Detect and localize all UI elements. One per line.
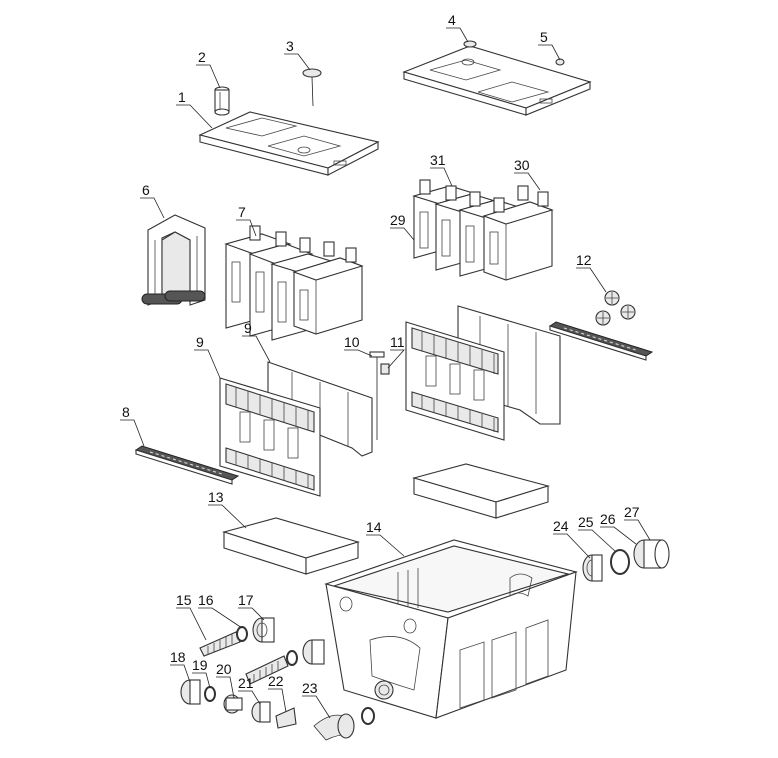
probe <box>302 68 322 107</box>
callout-4: 4 <box>448 12 456 28</box>
callout-12: 12 <box>576 252 592 268</box>
callout-5: 5 <box>540 29 548 45</box>
fittings-right <box>582 539 670 582</box>
callout-1: 1 <box>178 89 186 105</box>
lid-left <box>198 111 380 176</box>
callout-8: 8 <box>122 404 130 420</box>
rod <box>369 351 390 440</box>
callout-13: 13 <box>208 489 224 505</box>
callout-3: 3 <box>286 38 294 54</box>
grid-front-left <box>219 377 321 497</box>
knobs <box>595 290 636 326</box>
callout-24: 24 <box>553 518 569 534</box>
callout-9a: 9 <box>196 334 204 350</box>
callout-7: 7 <box>238 204 246 220</box>
callout-9b: 9 <box>244 320 252 336</box>
callout-labels: 1 2 3 4 5 6 7 8 9 9 10 11 12 13 14 15 16… <box>122 12 640 696</box>
callout-19: 19 <box>192 657 208 673</box>
callout-25: 25 <box>578 514 594 530</box>
callout-20: 20 <box>216 661 232 677</box>
lid-right <box>402 40 592 116</box>
callout-29: 29 <box>390 212 406 228</box>
filter-cartridges-right <box>412 179 554 281</box>
pin <box>214 86 230 116</box>
callout-22: 22 <box>268 673 284 689</box>
callout-11: 11 <box>390 334 405 350</box>
callout-23: 23 <box>302 680 318 696</box>
rail-left <box>134 445 240 485</box>
foam-pad-left <box>222 517 360 575</box>
callout-10: 10 <box>344 334 360 350</box>
callout-26: 26 <box>600 511 616 527</box>
callout-16: 16 <box>198 592 214 608</box>
rail-right <box>548 321 654 361</box>
callout-27: 27 <box>624 504 640 520</box>
callout-leaders <box>120 27 651 719</box>
main-box <box>324 539 578 719</box>
fittings-left <box>180 617 375 741</box>
foam-pad-right <box>411 463 550 519</box>
callout-30: 30 <box>514 157 530 173</box>
callout-14: 14 <box>366 519 382 535</box>
callout-2: 2 <box>198 49 206 65</box>
callout-6: 6 <box>142 182 150 198</box>
grid-front-right <box>405 321 505 441</box>
callout-15: 15 <box>176 592 192 608</box>
callout-17: 17 <box>238 592 254 608</box>
callout-18: 18 <box>170 649 186 665</box>
roller-frame <box>141 214 206 306</box>
callout-31: 31 <box>430 152 446 168</box>
filter-cartridges-left <box>224 225 364 341</box>
callout-21: 21 <box>238 675 254 691</box>
